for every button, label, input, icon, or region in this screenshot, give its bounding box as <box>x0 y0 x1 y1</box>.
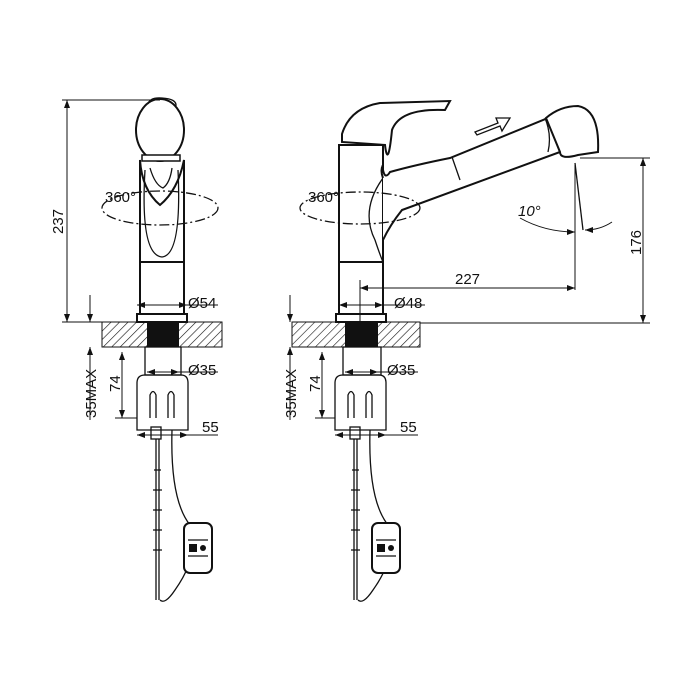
left-rotation-label: 360° <box>105 189 136 206</box>
base-ring <box>136 313 188 323</box>
left-counter-thickness-label: 35MAX <box>83 369 100 418</box>
mounting-hole <box>147 322 179 347</box>
spray-head <box>544 104 600 158</box>
hose <box>353 439 358 600</box>
spout-body <box>139 159 185 263</box>
rotation-ellipse <box>101 190 219 226</box>
spout-height-label: 176 <box>628 230 645 255</box>
left-shank-diameter-label: Ø35 <box>188 362 216 379</box>
left-nut-width-label: 55 <box>202 419 219 436</box>
left-height-label: 237 <box>50 209 67 234</box>
reach-label: 227 <box>455 271 480 288</box>
aerator <box>149 167 173 189</box>
shank <box>144 346 182 376</box>
right-shank-diameter-label: Ø35 <box>387 362 415 379</box>
right-shank-length-label: 74 <box>307 375 324 392</box>
supply-hose <box>159 429 194 602</box>
left-body-diameter-label: Ø54 <box>188 295 216 312</box>
supply-hose <box>357 429 392 602</box>
body <box>139 261 185 315</box>
shank <box>342 346 382 376</box>
mounting-hole <box>345 322 378 347</box>
left-shank-length-label: 74 <box>107 375 124 392</box>
right-body-diameter-label: Ø48 <box>394 295 422 312</box>
cartridge-connector <box>183 522 213 574</box>
base-ring <box>335 313 387 323</box>
handle <box>135 98 185 162</box>
mounting-nut <box>334 374 387 431</box>
left-view-faucet: 237 360° Ø54 Ø35 74 35MAX 55 <box>50 97 223 602</box>
right-view-faucet: 360° 10° 227 176 Ø48 Ø35 74 35MAX 55 <box>283 99 650 602</box>
spray-angle-label: 10° <box>518 203 541 220</box>
right-counter-thickness-label: 35MAX <box>283 369 300 418</box>
lever-handle <box>341 99 452 156</box>
pull-out-spout <box>380 116 562 241</box>
right-rotation-label: 360° <box>308 189 339 206</box>
hose <box>155 439 160 600</box>
right-nut-width-label: 55 <box>400 419 417 436</box>
rotation-ellipse <box>299 191 421 225</box>
mounting-nut <box>136 374 189 431</box>
cartridge-connector <box>371 522 401 574</box>
pull-out-arrow-icon <box>474 117 512 136</box>
